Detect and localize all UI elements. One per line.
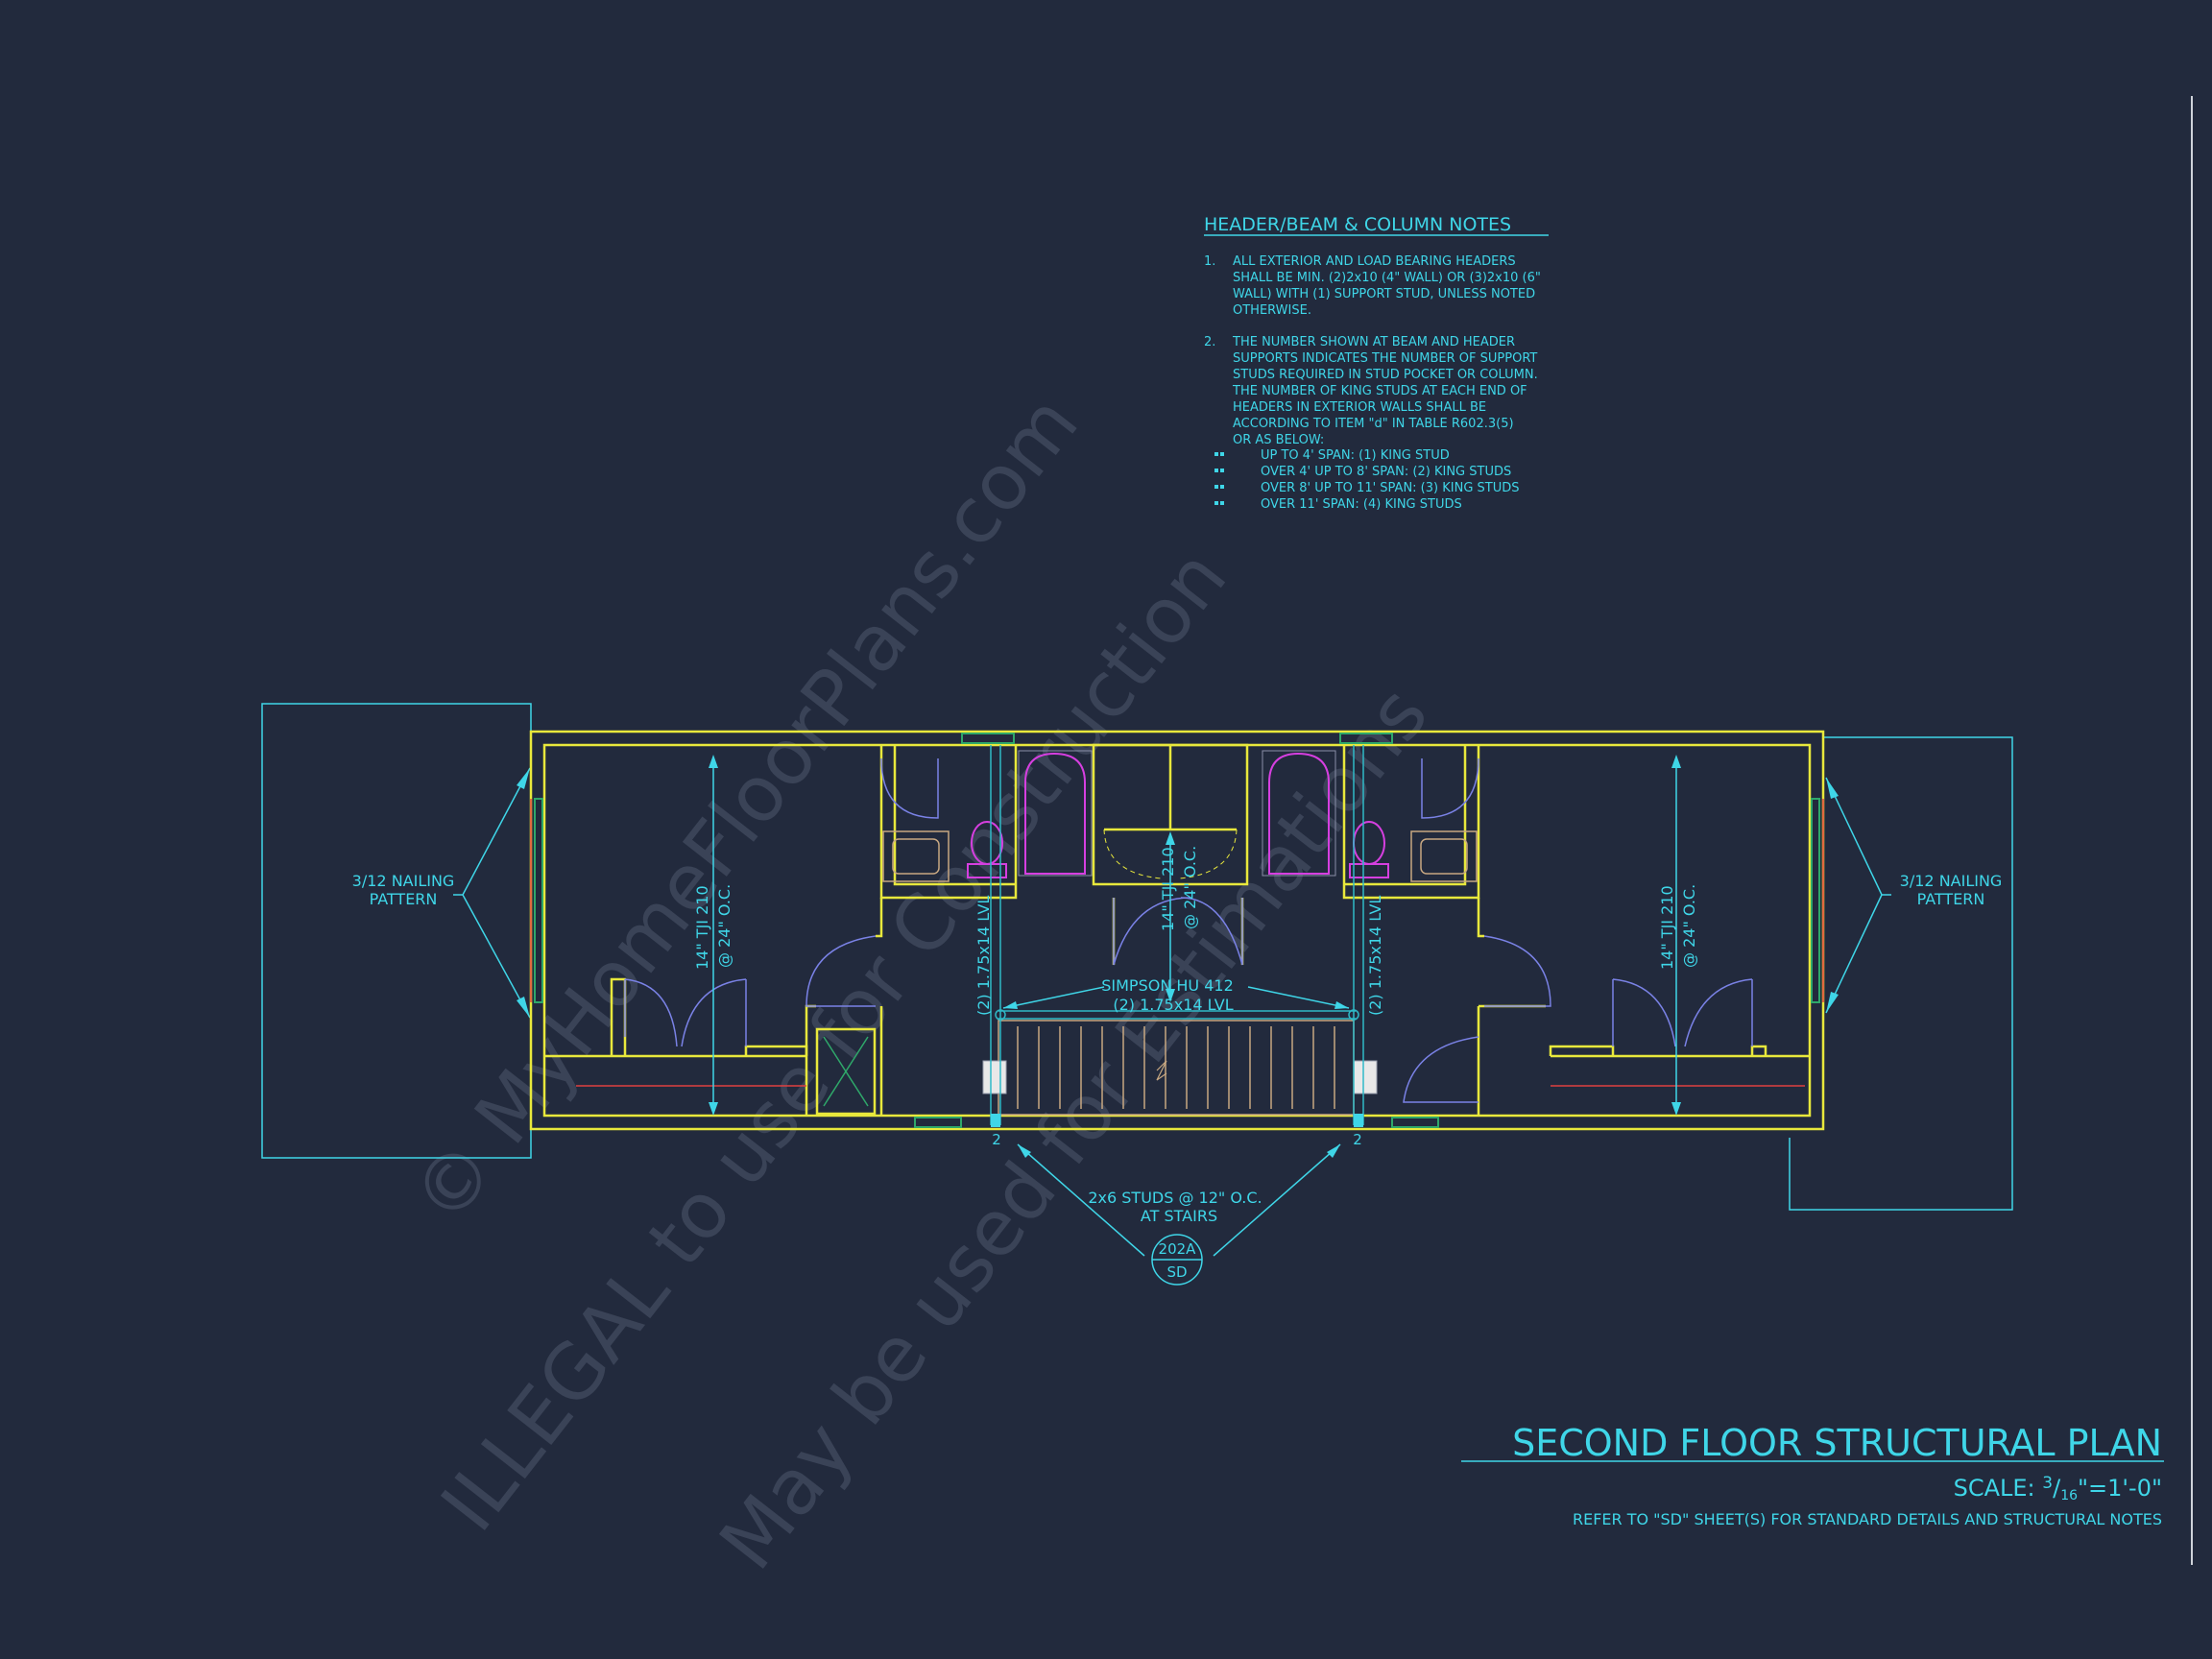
stud-count-left: 2: [992, 1131, 1001, 1148]
bathtub-frame-left: [1018, 750, 1093, 877]
scale-prefix: SCALE:: [1954, 1475, 2043, 1502]
note-2-line: HEADERS IN EXTERIOR WALLS SHALL BE: [1233, 400, 1486, 415]
bath-fixtures: [967, 750, 1389, 878]
note-2-line: STUDS REQUIRED IN STUD POCKET OR COLUMN.: [1233, 368, 1538, 382]
door-swing: [1113, 897, 1191, 966]
note-2-bullet: OVER 4' UP TO 8' SPAN: (2) KING STUDS: [1261, 465, 1511, 479]
scale-denominator: 16: [2060, 1488, 2078, 1503]
joist-label-right: @ 24" O.C.: [1680, 884, 1698, 968]
closet-bifold: [681, 978, 747, 1047]
note-2-bullet: OVER 8' UP TO 11' SPAN: (3) KING STUDS: [1261, 481, 1520, 495]
lvl-beams: [990, 745, 1364, 1125]
stud-count-right: 2: [1353, 1131, 1362, 1148]
detail-sheet: SD: [1166, 1263, 1187, 1281]
closet-doors: [1103, 829, 1238, 879]
note-1-line: OTHERWISE.: [1233, 303, 1311, 318]
note-2-line: THE NUMBER OF KING STUDS AT EACH END OF: [1232, 384, 1527, 398]
linen-closet: [815, 1027, 877, 1116]
right-closet-wall: [1750, 1045, 1767, 1056]
stair-posts: [982, 1060, 1378, 1094]
joist-span-arrows: [712, 758, 1677, 1112]
window-sill-marks: [530, 799, 1824, 1087]
stair-stud-leaders: [1017, 1143, 1341, 1257]
bathtub-left: [1024, 752, 1086, 875]
scale-suffix: "=1'-0": [2078, 1475, 2162, 1502]
joist-label-center: 14" TJI 210: [1159, 847, 1177, 931]
door-swing: [1180, 897, 1243, 966]
note-2-number: 2.: [1204, 335, 1215, 349]
joist-arrowheads: [709, 755, 1681, 1116]
roof-outline-right: [1789, 736, 2013, 1211]
windows: [534, 733, 1820, 1128]
right-bath-wall: [1344, 745, 1467, 886]
nailing-leaders: [453, 767, 1891, 1019]
note-2-line: THE NUMBER SHOWN AT BEAM AND HEADER: [1232, 335, 1515, 349]
note-2-line: ACCORDING TO ITEM "d" IN TABLE R602.3(5): [1233, 417, 1514, 431]
hanger-leaders: [1002, 986, 1350, 1009]
door-swing: [1483, 935, 1551, 1007]
note-1-line: WALL) WITH (1) SUPPORT STUD, UNLESS NOTE…: [1233, 287, 1535, 301]
toilet-tank-right: [1349, 863, 1389, 878]
joist-label-right: 14" TJI 210: [1658, 885, 1676, 970]
title-block: SECOND FLOOR STRUCTURAL PLAN SCALE: 3/16…: [1461, 1422, 2164, 1528]
right-bedroom-wall: [1477, 898, 1484, 938]
right-closet-wall: [1549, 1045, 1615, 1056]
closet-bifold: [1684, 978, 1753, 1047]
nailing-label-left: PATTERN: [370, 890, 438, 908]
detail-bubble: 202A SD: [1151, 1234, 1203, 1286]
bathtub-right: [1268, 752, 1330, 875]
right-bath-wall: [1342, 745, 1480, 900]
door-swing: [880, 757, 939, 819]
note-1-line: SHALL BE MIN. (2)2x10 (4" WALL) OR (3)2x…: [1233, 271, 1541, 285]
nailing-label-right: 3/12 NAILING: [1900, 872, 2003, 890]
header-beam-notes: HEADER/BEAM & COLUMN NOTES 1. ALL EXTERI…: [1204, 214, 1549, 512]
linen-shelf-mark: [823, 1036, 869, 1107]
note-2-line: SUPPORTS INDICATES THE NUMBER OF SUPPORT: [1233, 351, 1537, 366]
hanger-label: SIMPSON HU 412: [1101, 976, 1234, 995]
door-swing: [1403, 1036, 1479, 1103]
closet-bifold: [624, 978, 678, 1047]
bathtub-frame-right: [1262, 750, 1336, 877]
watermark: © MyHomeFloorPlans.com ILLEGAL to use fo…: [396, 379, 1445, 1586]
hanger-arrowheads: [1003, 1001, 1349, 1009]
joist-label-left: @ 24" O.C.: [715, 884, 733, 968]
refer-note: REFER TO "SD" SHEET(S) FOR STANDARD DETA…: [1573, 1510, 2162, 1528]
drawing-title: SECOND FLOOR STRUCTURAL PLAN: [1512, 1422, 2162, 1464]
left-closet-wall: [744, 1045, 808, 1056]
stair-studs-label: 2x6 STUDS @ 12" O.C.: [1088, 1189, 1262, 1207]
left-bedroom-wall: [876, 898, 883, 938]
note-2-line: OR AS BELOW:: [1233, 433, 1324, 447]
nailing-label-right: PATTERN: [1917, 890, 1985, 908]
note-2-bullet: OVER 11' SPAN: (4) KING STUDS: [1261, 497, 1462, 512]
vanities: [882, 830, 1478, 882]
scale-separator: /: [2053, 1475, 2061, 1502]
toilet-tank-left: [967, 863, 1007, 878]
bullet-markers: [1214, 452, 1224, 505]
toilet-right: [1353, 821, 1385, 865]
left-bath-wall: [893, 745, 1016, 886]
lvl-label-right: (2) 1.75x14 LVL: [1366, 896, 1384, 1016]
joist-label-left: 14" TJI 210: [693, 885, 711, 970]
stair-studs-label: AT STAIRS: [1141, 1207, 1217, 1225]
left-bath-wall: [879, 745, 1018, 900]
note-1-number: 1.: [1204, 254, 1215, 269]
hanger-label: (2) 1.75x14 LVL: [1113, 996, 1233, 1014]
door-swing: [805, 935, 877, 1007]
detail-number: 202A: [1159, 1240, 1197, 1258]
door-swing: [1421, 757, 1479, 819]
joist-label-center: @ 24" O.C.: [1181, 846, 1199, 929]
closet-bifold: [1612, 978, 1676, 1047]
note-2-bullet: UP TO 4' SPAN: (1) KING STUD: [1261, 448, 1450, 463]
scale-numerator: 3: [2042, 1474, 2053, 1493]
notes-title: HEADER/BEAM & COLUMN NOTES: [1204, 214, 1511, 235]
stair-stud-arrowheads: [1018, 1144, 1340, 1158]
drawing-scale: SCALE: 3/16"=1'-0": [1954, 1474, 2162, 1503]
nailing-leader-arrows: [517, 768, 1839, 1018]
doors: [624, 757, 1753, 1103]
lvl-label-left: (2) 1.75x14 LVL: [974, 896, 993, 1016]
stud-columns: [991, 1114, 1363, 1127]
nailing-label-left: 3/12 NAILING: [352, 872, 455, 890]
note-1-line: ALL EXTERIOR AND LOAD BEARING HEADERS: [1233, 254, 1516, 269]
